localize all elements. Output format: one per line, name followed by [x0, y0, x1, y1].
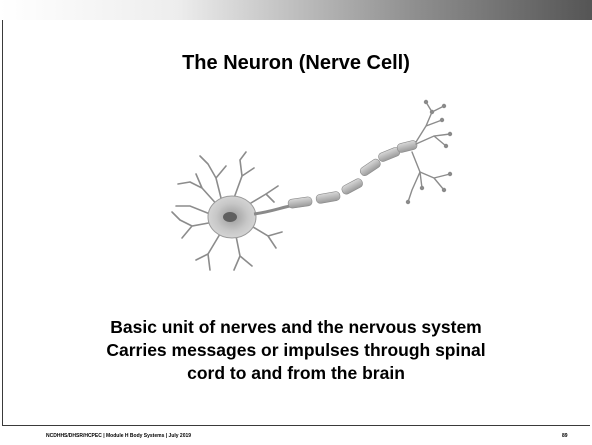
footer-text: NCDHHS/DHSR/HCPEC | Module H Body System… [46, 433, 191, 439]
page-number: 89 [562, 433, 568, 439]
body-line: Carries messages or impulses through spi… [40, 339, 552, 362]
left-border-line [2, 20, 3, 425]
neuron-illustration [150, 90, 480, 290]
bottom-border-line [2, 425, 590, 426]
header-gradient-bar [0, 0, 592, 20]
axon [254, 140, 418, 214]
nucleus [223, 212, 237, 222]
slide-body-text: Basic unit of nerves and the nervous sys… [40, 316, 552, 385]
body-line: cord to and from the brain [40, 362, 552, 385]
body-line: Basic unit of nerves and the nervous sys… [40, 316, 552, 339]
slide-title: The Neuron (Nerve Cell) [0, 52, 592, 75]
axon-terminals [408, 102, 450, 202]
